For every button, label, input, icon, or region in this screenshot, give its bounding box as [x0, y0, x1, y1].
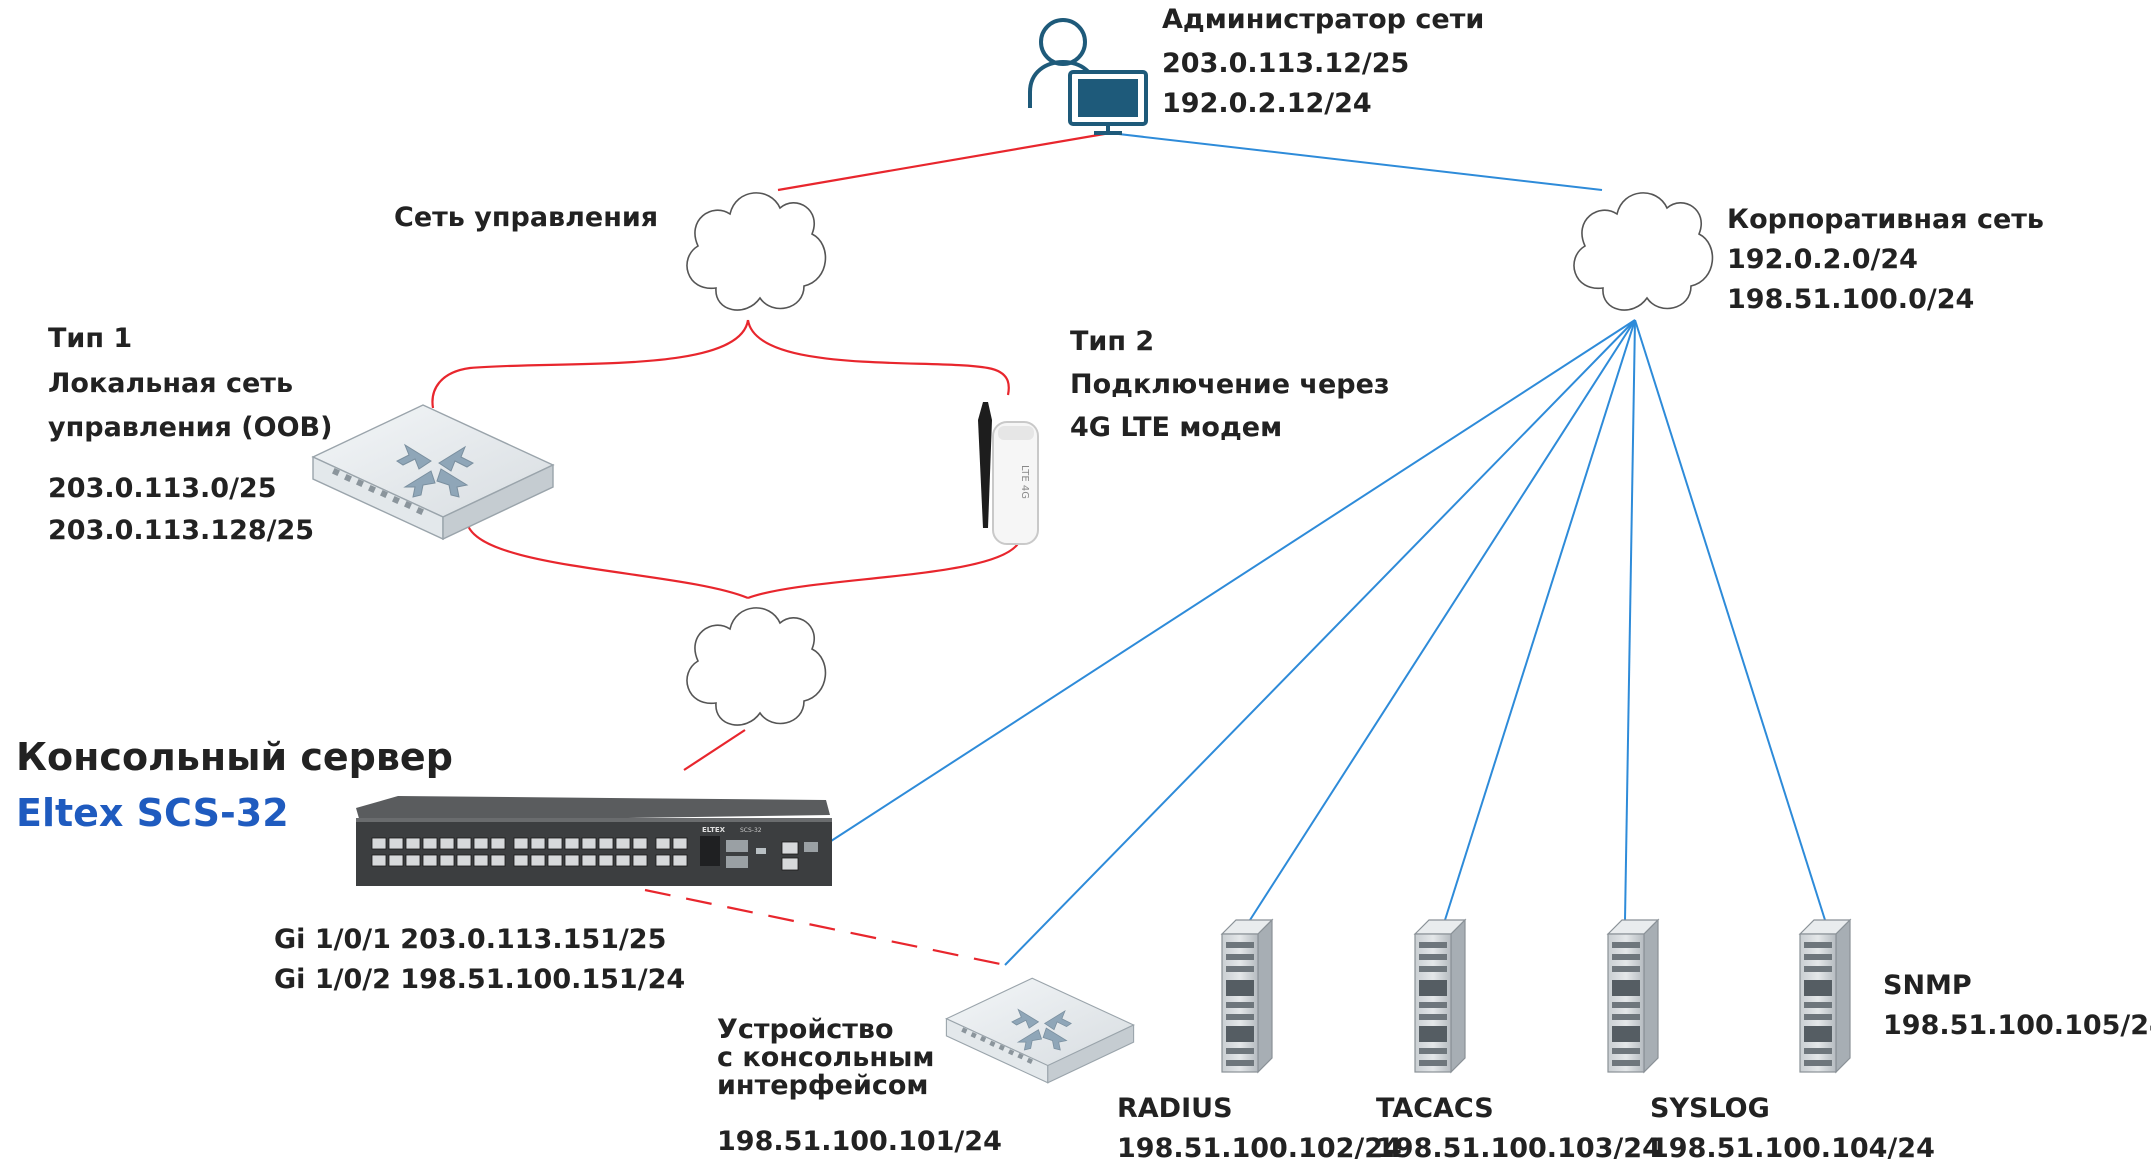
- corporate-links: [827, 132, 1826, 966]
- radius-server-name: RADIUS: [1117, 1093, 1233, 1124]
- link-oob-router-bottom-cloud: [465, 521, 749, 600]
- link-mgmt-cloud-lte-modem: [746, 319, 1010, 396]
- console-server-model: Eltex SCS-32: [16, 791, 289, 835]
- radius-server-icon: [1221, 919, 1273, 1073]
- console-server-device: ELTEX SCS-32: [356, 796, 832, 886]
- tacacs-server-icon: [1414, 919, 1466, 1073]
- type2-title: Тип 2: [1070, 326, 1154, 357]
- snmp-server-ip: 198.51.100.105/24: [1883, 1010, 2151, 1041]
- syslog-server-ip: 198.51.100.104/24: [1650, 1133, 1935, 1159]
- console-server-logo: ELTEX: [702, 826, 726, 834]
- console-server-title: Консольный сервер: [16, 735, 453, 779]
- link-corp-snmp: [1634, 319, 1826, 921]
- admin-icon: [1028, 18, 1148, 135]
- type2-line3: 4G LTE модем: [1070, 412, 1282, 443]
- admin-title: Администратор сети: [1162, 4, 1484, 35]
- type2-line2: Подключение через: [1070, 369, 1390, 400]
- console-device-line1: Устройство: [717, 1014, 894, 1045]
- snmp-server-icon: [1799, 919, 1851, 1073]
- type1-network-2: 203.0.113.128/25: [48, 515, 314, 546]
- radius-server-ip: 198.51.100.102/24: [1117, 1133, 1402, 1159]
- management-network-cloud: [686, 192, 827, 311]
- console-server-logo-model: SCS-32: [740, 827, 762, 834]
- link-corp-radius: [1249, 319, 1636, 921]
- lte-modem-icon: LTE 4G: [978, 402, 1039, 545]
- link-corp-syslog: [1624, 319, 1636, 921]
- lte-modem-label: LTE 4G: [1019, 465, 1030, 499]
- console-server-port-1: Gi 1/0/1 203.0.113.151/25: [274, 924, 666, 955]
- link-corp-console-device: [1004, 319, 1636, 966]
- snmp-server-name: SNMP: [1883, 970, 1972, 1001]
- type1-line2: Локальная сеть: [48, 368, 293, 399]
- link-admin-mgmt-cloud: [777, 131, 1111, 192]
- link-mgmt-cloud-oob-router: [431, 319, 750, 409]
- management-links: [431, 131, 1111, 967]
- corporate-network-1: 192.0.2.0/24: [1727, 244, 1918, 275]
- type1-line3: управления (OOB): [48, 412, 332, 443]
- tacacs-server-name: TACACS: [1376, 1093, 1494, 1124]
- console-device-ip: 198.51.100.101/24: [717, 1126, 1002, 1157]
- link-corp-console-server: [827, 319, 1636, 844]
- management-network-label: Сеть управления: [394, 202, 658, 233]
- link-console-server-device: [644, 888, 1006, 967]
- console-device-line2: с консольным: [717, 1042, 934, 1073]
- corporate-network-label: Корпоративная сеть: [1727, 204, 2044, 235]
- oob-access-cloud: [686, 607, 827, 726]
- admin-ip-1: 203.0.113.12/25: [1162, 48, 1409, 79]
- link-lte-modem-bottom-cloud: [747, 539, 1022, 600]
- console-server-port-2: Gi 1/0/2 198.51.100.151/24: [274, 964, 685, 995]
- syslog-server-name: SYSLOG: [1650, 1093, 1770, 1124]
- type1-title: Тип 1: [48, 323, 132, 354]
- link-bottom-cloud-console-server: [683, 729, 746, 771]
- console-device-icon: [945, 977, 1135, 1084]
- link-corp-tacacs: [1444, 319, 1636, 921]
- oob-router-icon: [312, 404, 554, 540]
- type1-network-1: 203.0.113.0/25: [48, 473, 277, 504]
- corporate-network-2: 198.51.100.0/24: [1727, 284, 1974, 315]
- syslog-server-icon: [1607, 919, 1659, 1073]
- admin-ip-2: 192.0.2.12/24: [1162, 88, 1372, 119]
- corporate-network-cloud: [1573, 192, 1714, 311]
- tacacs-server-ip: 198.51.100.103/24: [1376, 1133, 1661, 1159]
- link-admin-corp-cloud: [1109, 132, 1603, 191]
- console-device-line3: интерфейсом: [717, 1070, 929, 1101]
